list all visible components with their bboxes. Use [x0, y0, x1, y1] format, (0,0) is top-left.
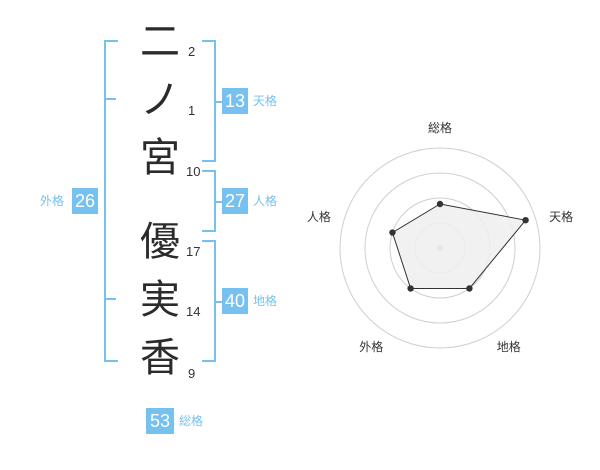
stroke-count-6: 9 — [188, 366, 196, 381]
gaikaku-bracket — [104, 40, 118, 362]
radar-point-1 — [436, 200, 444, 208]
gaikaku-bracket-tick — [104, 298, 116, 300]
name-char-2: ノ — [140, 77, 180, 123]
stroke-count-5: 14 — [186, 304, 201, 319]
soukaku-badge: 53 — [146, 408, 174, 434]
jinkaku-badge: 27 — [222, 188, 248, 214]
tenkaku-badge: 13 — [222, 88, 248, 114]
name-char-4: 優 — [140, 219, 180, 265]
chikaku-badge: 40 — [222, 288, 248, 314]
stroke-count-4: 17 — [186, 244, 201, 259]
gaikaku-badge: 26 — [72, 188, 98, 214]
tenkaku-label: 天格 — [253, 94, 278, 108]
radar-point-4 — [407, 285, 414, 292]
name-char-6: 香 — [140, 335, 180, 381]
name-char-5: 実 — [140, 277, 180, 323]
radar-grid-ring — [339, 147, 541, 349]
soukaku-label: 総格 — [179, 414, 204, 428]
radar-point-5 — [389, 229, 396, 236]
jinkaku-connector — [214, 201, 222, 203]
gaikaku-label: 外格 — [40, 194, 65, 208]
radar-axis-label: 総格 — [428, 120, 452, 135]
gaikaku-bracket-tick — [104, 98, 116, 100]
radar-grid-ring — [364, 172, 516, 324]
chikaku-label: 地格 — [253, 294, 278, 308]
stroke-count-2: 1 — [188, 103, 196, 118]
name-char-1: 二 — [140, 19, 180, 65]
radar-series-area — [391, 203, 527, 289]
chikaku-connector — [214, 301, 222, 303]
radar-point-3 — [466, 285, 473, 292]
radar-axis-label: 天格 — [549, 209, 573, 224]
radar-axis-label: 人格 — [307, 209, 331, 224]
name-char-3: 宮 — [140, 135, 180, 181]
radar-point-2 — [522, 216, 529, 224]
tenkaku-connector — [214, 101, 222, 103]
stroke-count-3: 10 — [186, 164, 201, 179]
stroke-count-1: 2 — [188, 44, 196, 59]
radar-axis-label: 地格 — [497, 339, 521, 354]
radar-axis-label: 外格 — [359, 339, 383, 354]
jinkaku-label: 人格 — [253, 194, 278, 208]
